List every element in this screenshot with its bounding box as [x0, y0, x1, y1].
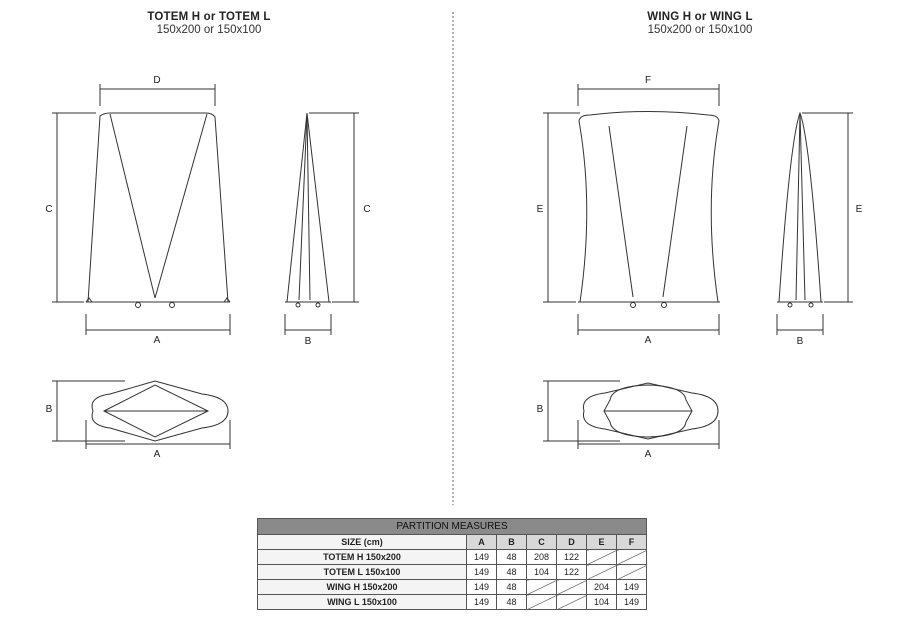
column-header-f: F: [616, 534, 647, 550]
measure-cell: 149: [616, 579, 647, 595]
label-wing-front-bottom: A: [645, 335, 652, 346]
table-title: PARTITION MEASURES: [257, 518, 647, 535]
totem-front-view: [85, 112, 231, 308]
label-totem-front-side: C: [45, 204, 52, 215]
row-label: WING L 150x100: [257, 594, 467, 610]
measure-cell: 149: [466, 594, 497, 610]
wing-plan-view: [582, 382, 719, 440]
row-label: TOTEM L 150x100: [257, 564, 467, 580]
not-applicable-cell: [586, 564, 617, 580]
label-wing-front-side: E: [537, 204, 544, 215]
measure-cell: 149: [466, 579, 497, 595]
label-wing-side-side: E: [856, 204, 863, 215]
technical-drawing: D C A C B B A F E A E B B A: [45, 12, 863, 505]
column-header-a: A: [466, 534, 497, 550]
right-heading-title: WING H or WING L: [647, 11, 753, 23]
left-heading-subtitle: 150x200 or 150x100: [156, 24, 262, 36]
wing-front-view: [578, 111, 720, 308]
left-heading-title: TOTEM H or TOTEM L: [147, 11, 271, 23]
label-wing-side-bottom: B: [797, 336, 804, 347]
not-applicable-cell: [526, 579, 557, 595]
measure-cell: 122: [556, 564, 587, 580]
row-label: TOTEM H 150x200: [257, 549, 467, 565]
row-label: WING H 150x200: [257, 579, 467, 595]
not-applicable-cell: [616, 549, 647, 565]
measure-cell: 149: [466, 549, 497, 565]
measure-cell: 204: [586, 579, 617, 595]
not-applicable-cell: [556, 579, 587, 595]
right-heading-subtitle: 150x200 or 150x100: [647, 24, 753, 36]
measure-cell: 48: [496, 549, 527, 565]
measure-cell: 48: [496, 579, 527, 595]
measure-cell: 48: [496, 564, 527, 580]
totem-side-view: [285, 112, 331, 308]
measure-cell: 208: [526, 549, 557, 565]
totem-plan-view: [91, 380, 229, 442]
label-totem-side-bottom: B: [305, 336, 312, 347]
column-header-d: D: [556, 534, 587, 550]
label-totem-plan-side: B: [46, 404, 53, 415]
label-totem-front-bottom: A: [154, 335, 161, 346]
label-totem-side-side: C: [363, 204, 370, 215]
measure-cell: 104: [586, 594, 617, 610]
column-header-b: B: [496, 534, 527, 550]
column-header-c: C: [526, 534, 557, 550]
label-wing-plan-side: B: [537, 404, 544, 415]
column-header-e: E: [586, 534, 617, 550]
label-totem-plan-bottom: A: [154, 449, 161, 460]
right-heading: WING H or WING L 150x200 or 150x100: [550, 11, 850, 36]
measure-cell: 149: [616, 594, 647, 610]
label-wing-front-top: F: [645, 75, 651, 86]
measure-cell: 122: [556, 549, 587, 565]
label-wing-plan-bottom: A: [645, 449, 652, 460]
label-totem-front-top: D: [153, 75, 160, 86]
not-applicable-cell: [526, 594, 557, 610]
measure-cell: 149: [466, 564, 497, 580]
not-applicable-cell: [586, 549, 617, 565]
measure-cell: 104: [526, 564, 557, 580]
not-applicable-cell: [556, 594, 587, 610]
left-heading: TOTEM H or TOTEM L 150x200 or 150x100: [59, 11, 359, 36]
wing-side-view: [777, 111, 823, 308]
not-applicable-cell: [616, 564, 647, 580]
size-header: SIZE (cm): [257, 534, 467, 550]
measure-cell: 48: [496, 594, 527, 610]
